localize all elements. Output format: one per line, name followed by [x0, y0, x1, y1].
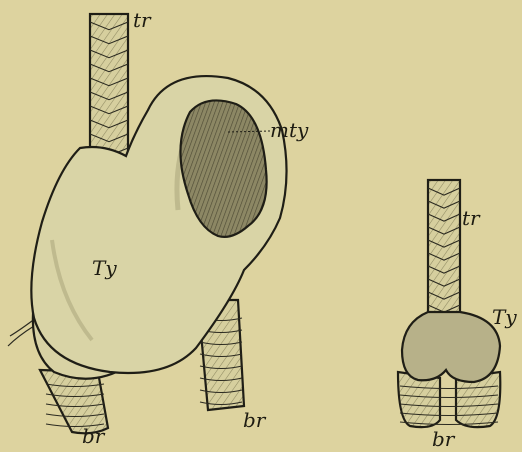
label-left-bronchus-2: br [243, 408, 267, 432]
right-tympanum-body [402, 312, 500, 382]
left-trachea [90, 14, 128, 164]
label-right-bronchus: br [432, 427, 456, 451]
label-right-tympanum: Ty [492, 305, 517, 329]
label-left-trachea: tr [133, 8, 152, 32]
label-right-trachea: tr [462, 206, 481, 230]
label-left-tympanum: Ty [92, 256, 117, 280]
label-membrane: mty [270, 118, 309, 142]
label-left-bronchus-1: br [82, 424, 106, 448]
right-bronchi [398, 372, 500, 427]
right-trachea [428, 180, 460, 320]
